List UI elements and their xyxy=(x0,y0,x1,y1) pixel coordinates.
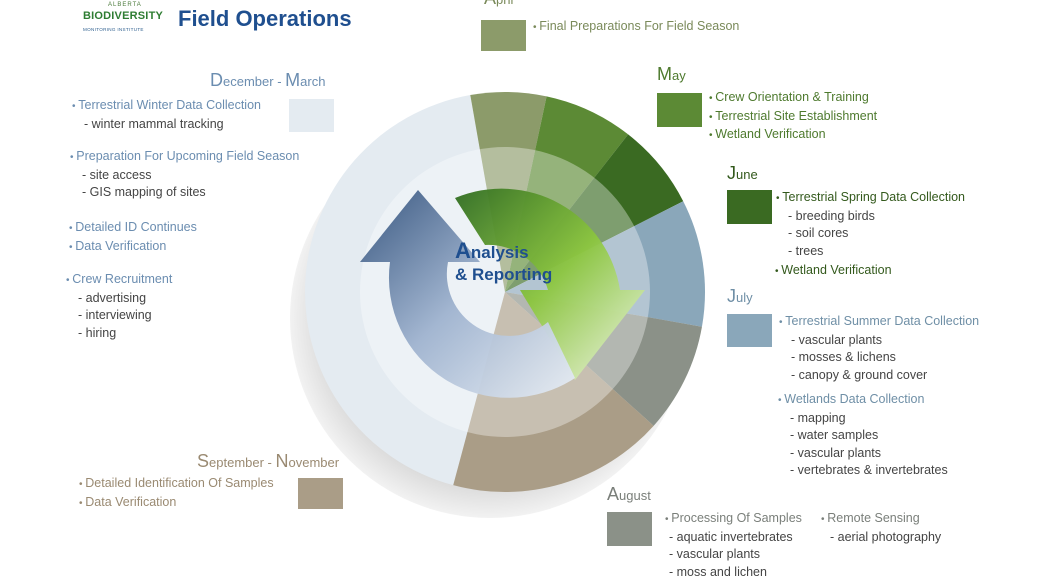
center-cap: A xyxy=(455,238,471,263)
swatch-july xyxy=(727,314,772,347)
list-august: Processing Of Samples - aquatic inverteb… xyxy=(665,510,802,581)
swatch-august xyxy=(607,512,652,546)
center-line-1: Analysis xyxy=(455,240,575,264)
item-august-0: Processing Of Samples xyxy=(665,510,802,529)
swatch-june xyxy=(727,190,772,224)
label-cap: M xyxy=(657,64,672,84)
sub-dm-0-0: - winter mammal tracking xyxy=(72,116,261,134)
label-rest: arch xyxy=(300,74,325,89)
label-rest: eptember xyxy=(209,455,264,470)
item-dm-0: Terrestrial Winter Data Collection xyxy=(72,97,261,116)
item-may-2: Wetland Verification xyxy=(709,126,877,145)
sub-july-2-3: - vertebrates & invertebrates xyxy=(778,462,948,480)
sub-july-2-2: - vascular plants xyxy=(778,445,948,463)
list-december-march: Terrestrial Winter Data Collection - win… xyxy=(72,97,261,133)
item-june-0: Terrestrial Spring Data Collection xyxy=(776,189,965,208)
sub-june-1: - soil cores xyxy=(776,225,965,243)
item-son-1: Data Verification xyxy=(79,494,274,513)
sub-july-1: - mosses & lichens xyxy=(779,349,979,367)
list-may: Crew Orientation & Training Terrestrial … xyxy=(709,89,877,145)
sub-dm-1-1: - GIS mapping of sites xyxy=(70,184,299,202)
label-rest: ecember xyxy=(223,74,274,89)
item-may-1: Terrestrial Site Establishment xyxy=(709,108,877,127)
label-cap: A xyxy=(484,0,496,8)
swatch-december-march xyxy=(289,99,334,132)
label-december-march: December - March xyxy=(210,70,325,91)
item-july-0: Terrestrial Summer Data Collection xyxy=(779,313,979,332)
sub-july-2-0: - mapping xyxy=(778,410,948,428)
item-dm-3: Data Verification xyxy=(69,238,197,257)
sub-august-2: - moss and lichen xyxy=(665,564,802,581)
sub-june-0: - breeding birds xyxy=(776,208,965,226)
label-september-november: September - November xyxy=(197,451,339,472)
label-rest: une xyxy=(736,167,758,182)
label-cap: A xyxy=(607,484,619,504)
item-june-1: Wetland Verification xyxy=(775,262,892,281)
list-december-march-3: Detailed ID Continues Data Verification xyxy=(69,219,197,256)
sub-dm-4-0: - advertising xyxy=(66,290,172,308)
list-september-november: Detailed Identification Of Samples Data … xyxy=(79,475,274,512)
label-july: July xyxy=(727,286,753,307)
label-rest: ovember xyxy=(289,455,340,470)
item-april-0: Final Preparations For Field Season xyxy=(533,18,739,37)
list-june-2: Wetland Verification xyxy=(775,262,892,281)
list-december-march-2: Preparation For Upcoming Field Season - … xyxy=(70,148,299,202)
item-dm-2: Detailed ID Continues xyxy=(69,219,197,238)
list-july-2: Wetlands Data Collection - mapping - wat… xyxy=(778,391,948,480)
label-sep: - xyxy=(264,455,276,470)
label-sep: - xyxy=(274,74,286,89)
center-label: Analysis & Reporting xyxy=(455,240,575,286)
item-july-1: Wetlands Data Collection xyxy=(778,391,948,410)
label-cap: S xyxy=(197,451,209,471)
center-rest: nalysis xyxy=(471,243,529,262)
item-son-0: Detailed Identification Of Samples xyxy=(79,475,274,494)
label-may: May xyxy=(657,64,686,85)
sub-dm-4-1: - interviewing xyxy=(66,307,172,325)
list-july: Terrestrial Summer Data Collection - vas… xyxy=(779,313,979,384)
label-cap: N xyxy=(276,451,289,471)
label-cap: J xyxy=(727,286,736,306)
item-august-1: Remote Sensing xyxy=(821,510,941,529)
sub-august-1: - vascular plants xyxy=(665,546,802,564)
swatch-may xyxy=(657,93,702,127)
sub-july-2-1: - water samples xyxy=(778,427,948,445)
sub-dm-1-0: - site access xyxy=(70,167,299,185)
swatch-april xyxy=(481,20,526,51)
label-rest: pril xyxy=(496,0,513,7)
label-june: June xyxy=(727,163,758,184)
sub-july-0: - vascular plants xyxy=(779,332,979,350)
list-april: Final Preparations For Field Season xyxy=(533,18,739,37)
sub-august-0: - aquatic invertebrates xyxy=(665,529,802,547)
item-dm-4: Crew Recruitment xyxy=(66,271,172,290)
sub-august-2-0: - aerial photography xyxy=(821,529,941,547)
label-cap: D xyxy=(210,70,223,90)
swatch-september-november xyxy=(298,478,343,509)
list-december-march-4: Crew Recruitment - advertising - intervi… xyxy=(66,271,172,342)
label-rest: ay xyxy=(672,68,686,83)
label-rest: uly xyxy=(736,290,753,305)
sub-dm-4-2: - hiring xyxy=(66,325,172,343)
label-april: April xyxy=(484,0,513,9)
sub-july-2: - canopy & ground cover xyxy=(779,367,979,385)
center-line-2: & Reporting xyxy=(455,264,575,286)
label-august: August xyxy=(607,484,651,505)
item-may-0: Crew Orientation & Training xyxy=(709,89,877,108)
label-rest: ugust xyxy=(619,488,651,503)
sub-june-2: - trees xyxy=(776,243,965,261)
label-cap: M xyxy=(285,70,300,90)
list-august-2: Remote Sensing - aerial photography xyxy=(821,510,941,546)
item-dm-1: Preparation For Upcoming Field Season xyxy=(70,148,299,167)
list-june: Terrestrial Spring Data Collection - bre… xyxy=(776,189,965,260)
label-cap: J xyxy=(727,163,736,183)
